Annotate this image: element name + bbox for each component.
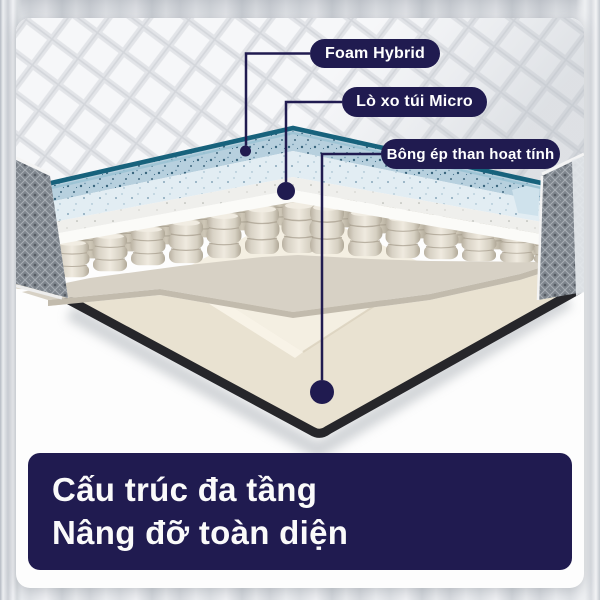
caption-line-1: Cấu trúc đa tầng [52, 470, 318, 508]
callout-dot-2-icon [277, 182, 295, 200]
callout-dot-3-icon [310, 380, 334, 404]
callout-label-text: Bông ép than hoạt tính [386, 145, 555, 163]
callout-line-1 [244, 52, 310, 146]
bottom-border-edge [51, 285, 583, 438]
callout-dot-1-icon [240, 145, 251, 157]
caption-banner: Cấu trúc đa tầng Nâng đỡ toàn diện [28, 453, 572, 570]
callout-leaders [240, 52, 381, 404]
callout-label-text: Foam Hybrid [325, 44, 425, 62]
mattress-shadow [66, 293, 573, 460]
callout-label-text: Lò xo túi Micro [356, 93, 473, 110]
callout-label-foam-hybrid: Foam Hybrid [310, 39, 440, 68]
side-fabric-left [16, 156, 68, 300]
callout-label-micro-pocket-springs: Lò xo túi Micro [342, 87, 487, 117]
support-foam-board [22, 255, 548, 318]
caption-line-2: Nâng đỡ toàn diện [52, 514, 349, 551]
callout-label-activated-charcoal-felt: Bông ép than hoạt tính [381, 139, 560, 169]
callout-line-3 [320, 152, 381, 380]
callout-line-2 [284, 100, 342, 182]
side-fabric-right [536, 152, 584, 301]
